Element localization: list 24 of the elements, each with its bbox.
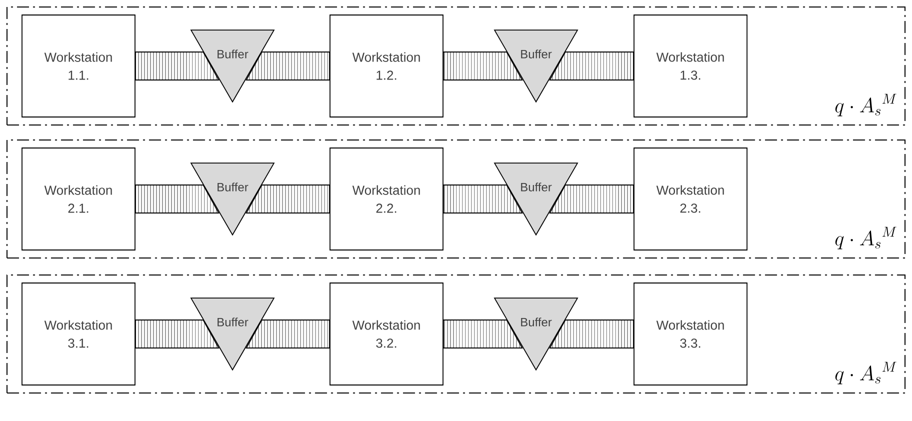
conveyor-bar <box>549 320 634 348</box>
conveyor-bar <box>135 320 220 348</box>
workstation-box: Workstation 1.2. <box>330 14 444 118</box>
conveyor-bar <box>549 52 634 80</box>
conveyor-bar <box>135 52 220 80</box>
workstation-box: Workstation 2.3. <box>634 148 748 250</box>
workstation-box: Workstation 3.1. <box>22 282 136 386</box>
workstation-box: Workstation 2.1. <box>22 148 136 250</box>
workstation-box: Workstation 3.3. <box>634 282 748 386</box>
workstation-box: Workstation 1.1. <box>22 14 136 118</box>
formula: $q \cdot {A_s}^M$ <box>835 94 896 116</box>
workstation-box: Workstation 1.3. <box>634 14 748 118</box>
conveyor-bar <box>135 184 220 214</box>
conveyor-bar <box>246 184 330 214</box>
conveyor-bar <box>443 320 523 348</box>
formula: $q \cdot {A_s}^M$ <box>835 226 896 250</box>
conveyor-bar <box>443 184 523 214</box>
workstation-box: Workstation 3.2. <box>330 282 444 386</box>
conveyor-bar <box>549 184 634 214</box>
conveyor-bar <box>246 52 330 80</box>
conveyor-bar <box>443 52 523 80</box>
workstation-box: Workstation 2.2. <box>330 148 444 250</box>
formula: $q \cdot {A_s}^M$ <box>835 362 896 384</box>
conveyor-bar <box>246 320 330 348</box>
